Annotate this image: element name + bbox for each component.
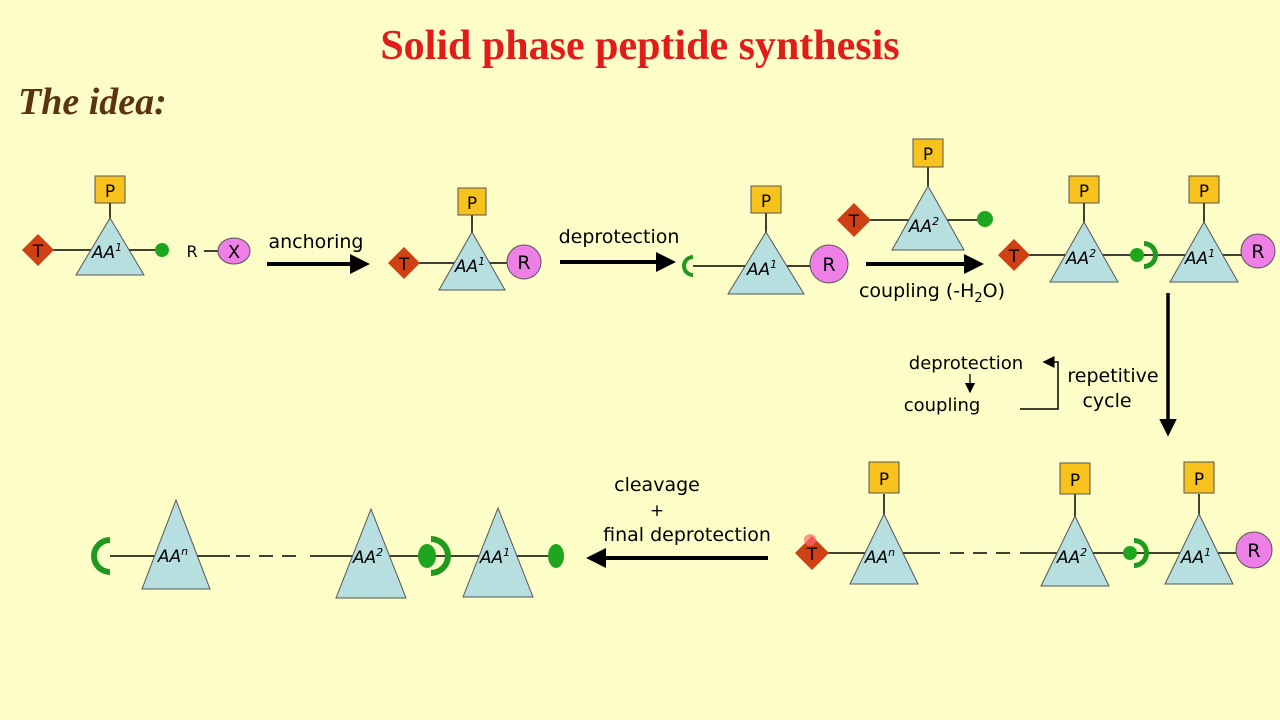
cursor-highlight bbox=[804, 534, 816, 546]
deprotected-amino-acid: P AA1 R bbox=[682, 185, 849, 295]
temporary-group-label: T bbox=[848, 212, 860, 232]
aa1-label: AA1 bbox=[479, 546, 510, 568]
dipeptide-on-resin: P T AA2 P AA1 R bbox=[998, 175, 1276, 283]
protected-peptide-on-resin: T P AAn P AA2 P AA1 R bbox=[795, 461, 1273, 587]
final-deprotection-label: final deprotection bbox=[603, 524, 771, 546]
incoming-amino-acid-2: P T AA2 bbox=[837, 138, 993, 251]
protecting-group-label: P bbox=[761, 192, 771, 212]
free-peptide: AAn AA2 AA1 bbox=[91, 498, 564, 599]
anchoring-label: anchoring bbox=[269, 231, 364, 253]
resin-label: R bbox=[1247, 540, 1260, 562]
aa1-label: AA1 bbox=[454, 255, 485, 277]
aa1-label: AA1 bbox=[746, 258, 777, 280]
resin-bead bbox=[506, 244, 542, 280]
resin-label: R bbox=[1251, 241, 1264, 263]
aa1-label: AA1 bbox=[1180, 546, 1211, 568]
protecting-group-label: P bbox=[467, 194, 477, 214]
resin-label: R bbox=[822, 254, 835, 276]
green-cup bbox=[682, 255, 693, 277]
protecting-group-label: P bbox=[923, 145, 933, 165]
protecting-group-box bbox=[94, 175, 126, 204]
cycle-label: cycle bbox=[1082, 390, 1131, 412]
repetitive-label: repetitive bbox=[1067, 365, 1158, 387]
protecting-group-label: P bbox=[1079, 182, 1089, 202]
temporary-group-label: T bbox=[32, 242, 44, 262]
temporary-group-label: T bbox=[1008, 247, 1020, 267]
resin-r-label: R bbox=[186, 242, 197, 261]
temporary-group-diamond bbox=[22, 234, 54, 266]
protecting-group-label: P bbox=[1070, 471, 1080, 491]
protecting-group-label: P bbox=[1199, 182, 1209, 202]
protecting-group-label: P bbox=[1194, 470, 1204, 490]
temporary-group-label: T bbox=[806, 545, 818, 565]
green-terminal-dot bbox=[155, 243, 169, 257]
slide-subtitle: The idea: bbox=[18, 81, 167, 123]
deprotection-step: deprotection bbox=[559, 226, 680, 272]
repetitive-cycle: deprotection coupling repetitive cycle bbox=[904, 353, 1159, 416]
resin-bead bbox=[809, 244, 849, 284]
aa2-label: AA2 bbox=[1056, 546, 1087, 568]
plus-label: + bbox=[650, 501, 664, 521]
slide-title: Solid phase peptide synthesis bbox=[380, 23, 900, 69]
cleavage-label: cleavage bbox=[614, 474, 700, 496]
leaving-group-ellipse bbox=[217, 237, 251, 265]
resin-leaving-group: R X bbox=[186, 237, 251, 265]
resin-label: R bbox=[517, 252, 530, 274]
protecting-group-label: P bbox=[105, 182, 115, 202]
aan-label: AAn bbox=[864, 546, 895, 568]
aan-label: AAn bbox=[157, 545, 188, 567]
deprotection-label: deprotection bbox=[559, 226, 680, 248]
aa2-label: AA2 bbox=[908, 215, 939, 237]
coupling-label: coupling (-H2O) bbox=[859, 280, 1005, 306]
cleavage-step: cleavage + final deprotection bbox=[586, 474, 771, 568]
leaving-group-label: X bbox=[228, 242, 240, 263]
green-cup bbox=[91, 537, 110, 575]
cycle-coupling-label: coupling bbox=[904, 395, 981, 416]
aa2-label: AA2 bbox=[352, 546, 383, 568]
aa1-label: AA1 bbox=[91, 241, 122, 263]
reactant-amino-acid-1: P T AA1 bbox=[22, 175, 169, 276]
temporary-group-label: T bbox=[398, 255, 410, 275]
anchored-amino-acid: P T AA1 R bbox=[388, 187, 542, 291]
aa2-label: AA2 bbox=[1065, 247, 1096, 269]
protecting-group-label: P bbox=[879, 470, 889, 490]
anchoring-step: anchoring bbox=[267, 231, 370, 274]
cycle-deprotection-label: deprotection bbox=[909, 353, 1023, 374]
aa1-label: AA1 bbox=[1184, 247, 1215, 269]
coupling-step: coupling (-H2O) bbox=[859, 254, 1005, 306]
